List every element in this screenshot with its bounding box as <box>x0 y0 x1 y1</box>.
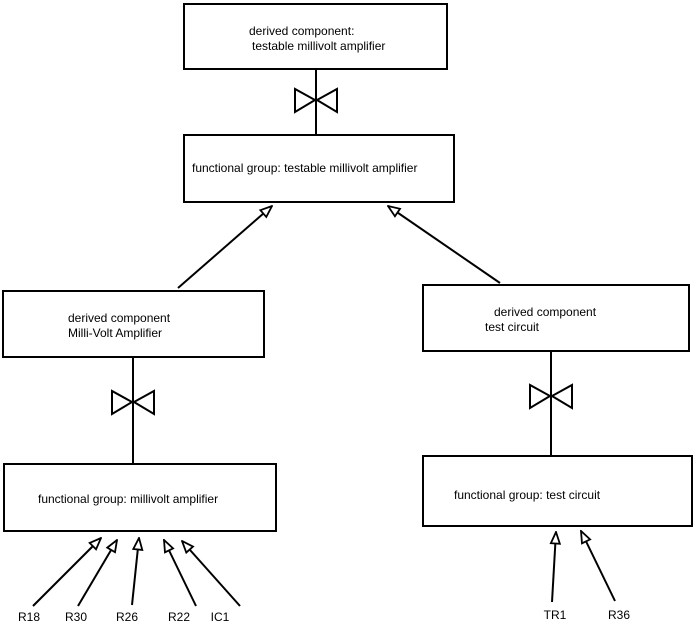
arrow-derived-mva-to-fg-testable <box>177 206 272 289</box>
node-derived-component-test-circuit: derived component test circuit <box>422 284 690 352</box>
arrow-tr1 <box>552 532 556 603</box>
arrow-r30 <box>77 540 117 607</box>
bowtie-icon-left <box>111 389 155 416</box>
node-text-line1: functional group: millivolt amplifier <box>38 492 219 506</box>
node-derived-component-testable-millivolt-amplifier: derived component: testable millivolt am… <box>183 3 448 70</box>
leaf-label-ic1: IC1 <box>210 610 230 624</box>
leaf-label-r22: R22 <box>167 610 190 624</box>
arrow-ic1 <box>182 541 241 607</box>
arrow-r22 <box>164 540 197 607</box>
bowtie-icon-right <box>529 383 573 410</box>
leaf-label-r26: R26 <box>115 610 138 624</box>
leaf-label-r36: R36 <box>607 608 630 622</box>
node-derived-component-milli-volt-amplifier: derived component Milli-Volt Amplifier <box>2 290 265 358</box>
node-text-line2: testable millivolt amplifier <box>252 39 386 53</box>
node-functional-group-testable-millivolt-amplifier: functional group: testable millivolt amp… <box>183 134 455 203</box>
leaf-label-tr1: TR1 <box>543 608 567 622</box>
leaf-label-r18: R18 <box>17 610 40 624</box>
node-text-line1: functional group: testable millivolt amp… <box>192 161 418 175</box>
node-functional-group-test-circuit: functional group: test circuit <box>422 455 693 527</box>
leaf-label-r30: R30 <box>64 610 87 624</box>
arrow-r26 <box>131 538 139 606</box>
node-text-line2: test circuit <box>485 320 540 334</box>
node-text-line1: functional group: test circuit <box>454 488 601 502</box>
arrow-r18 <box>32 538 101 607</box>
node-text-line1: derived component: <box>249 24 355 38</box>
arrow-r36 <box>581 531 616 602</box>
node-text-line1: derived component <box>68 311 171 325</box>
arrow-derived-tc-to-fg-testable <box>388 206 501 284</box>
node-text-line2: Milli-Volt Amplifier <box>68 326 163 340</box>
bowtie-icon-top <box>294 87 338 114</box>
node-text-line1: derived component <box>494 305 597 319</box>
node-functional-group-millivolt-amplifier: functional group: millivolt amplifier <box>3 463 277 532</box>
